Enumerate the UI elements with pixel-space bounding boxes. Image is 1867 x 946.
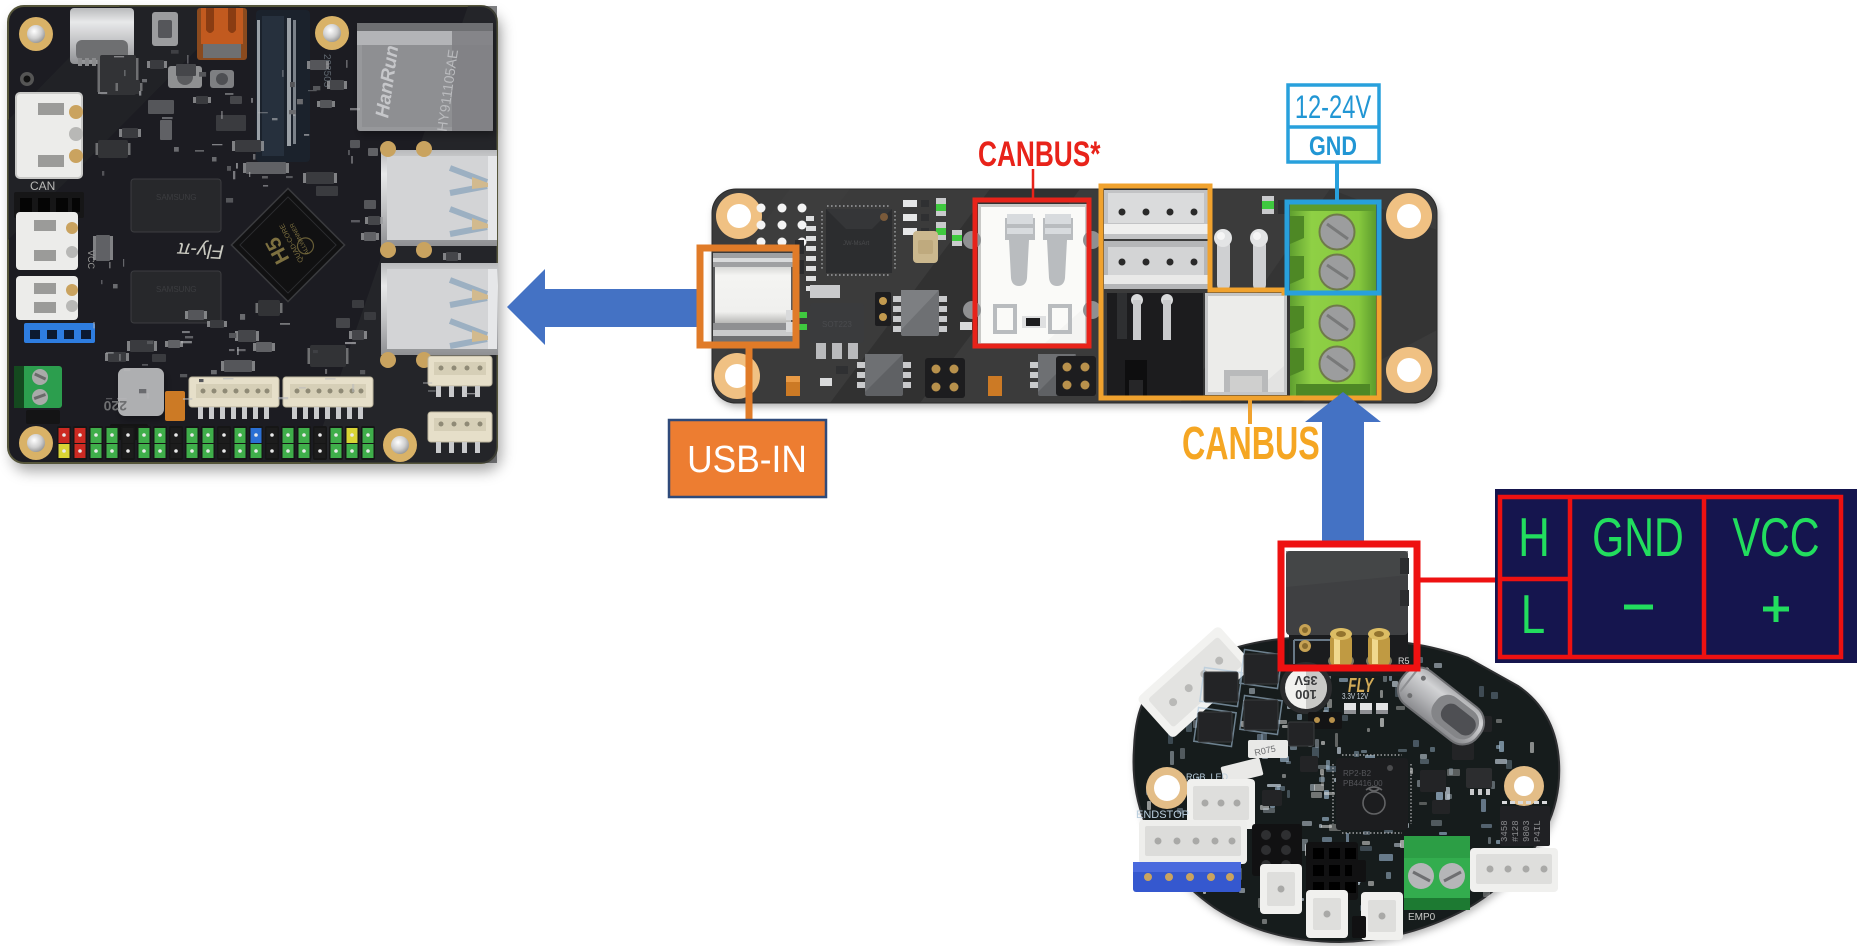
svg-text:JW-MsArt: JW-MsArt bbox=[843, 241, 870, 247]
svg-text:USB-IN: USB-IN bbox=[687, 438, 807, 480]
svg-text:CANBUS: CANBUS bbox=[1182, 418, 1320, 469]
svg-text:VCC: VCC bbox=[86, 250, 96, 270]
svg-text:P4IL: P4IL bbox=[1533, 820, 1543, 842]
svg-text:CANBUS*: CANBUS* bbox=[978, 134, 1100, 174]
svg-text:35V: 35V bbox=[1294, 673, 1317, 688]
svg-text:RP2-B2: RP2-B2 bbox=[1343, 769, 1372, 778]
svg-text:H: H bbox=[1518, 506, 1550, 568]
svg-text:12-24V: 12-24V bbox=[1295, 90, 1371, 125]
svg-text:VCC: VCC bbox=[1732, 507, 1819, 568]
svg-text:ENDSTOP: ENDSTOP bbox=[1136, 809, 1189, 821]
svg-text:3.3V 12V: 3.3V 12V bbox=[1342, 691, 1368, 701]
svg-text:R075: R075 bbox=[1253, 744, 1276, 758]
svg-text:RGB_LED: RGB_LED bbox=[1186, 772, 1229, 782]
svg-text:3458: 3458 bbox=[1500, 820, 1510, 842]
svg-text:GND: GND bbox=[1309, 132, 1357, 162]
svg-text:FLY: FLY bbox=[1348, 673, 1375, 696]
svg-text:EMP0: EMP0 bbox=[1408, 912, 1436, 923]
svg-text:SAMSUNG: SAMSUNG bbox=[156, 193, 196, 202]
svg-text:SAMSUNG: SAMSUNG bbox=[156, 285, 196, 294]
svg-text:GND: GND bbox=[1592, 507, 1684, 568]
svg-text:203503: 203503 bbox=[321, 54, 332, 88]
svg-text:R5: R5 bbox=[1398, 656, 1410, 666]
svg-text:#128: #128 bbox=[1511, 820, 1521, 842]
svg-text:Fly-π: Fly-π bbox=[176, 238, 224, 262]
svg-text:9803: 9803 bbox=[1522, 820, 1532, 842]
svg-text:CAN: CAN bbox=[30, 179, 55, 193]
svg-text:PB4416.00: PB4416.00 bbox=[1343, 779, 1383, 788]
svg-text:220: 220 bbox=[103, 398, 127, 414]
svg-text:100: 100 bbox=[1295, 687, 1317, 702]
svg-text:SOT223: SOT223 bbox=[822, 320, 852, 329]
svg-text:L: L bbox=[1521, 583, 1545, 645]
